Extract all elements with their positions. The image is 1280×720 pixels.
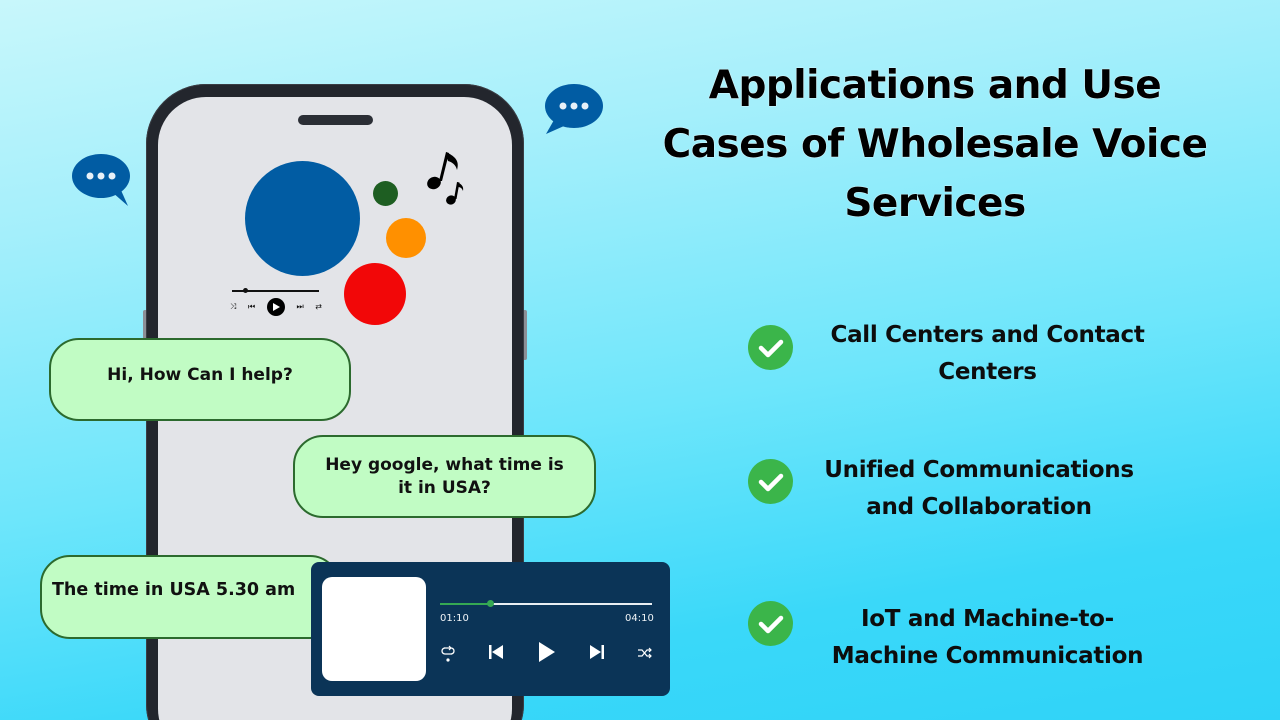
next-icon (590, 645, 604, 659)
repeat-button[interactable] (440, 645, 456, 663)
mini-shuffle-icon[interactable]: ⤨ (230, 302, 237, 311)
previous-button[interactable] (486, 642, 506, 662)
chat-bubble-assistant-greeting: Hi, How Can I help? (49, 338, 351, 421)
mini-repeat-icon[interactable]: ⇄ (315, 302, 322, 311)
mini-player-controls: ⤨ ⏮ ⏭ ⇄ (230, 297, 322, 317)
title-line-1: Applications and Use (708, 63, 1162, 108)
next-button[interactable] (587, 642, 607, 662)
album-art (322, 577, 426, 681)
chat-bubble-assistant-answer: The time in USA 5.30 am (40, 555, 340, 639)
assistant-dot-green (373, 181, 398, 206)
phone-side-button-right (522, 310, 527, 360)
play-button[interactable] (536, 640, 558, 664)
title-line-2: Cases of Wholesale Voice (662, 122, 1208, 167)
shuffle-button[interactable] (637, 645, 653, 661)
progress-fill (440, 603, 490, 605)
use-case-item: Unified Communications and Collaboration (800, 452, 1158, 526)
mini-progress-thumb[interactable] (243, 288, 248, 293)
progress-thumb[interactable] (487, 600, 494, 607)
chat-bubble-icon-right (542, 82, 604, 138)
use-case-line1: Unified Communications (824, 457, 1134, 483)
repeat-icon (441, 645, 455, 662)
check-circle-icon (748, 325, 793, 370)
use-case-item: IoT and Machine-to- Machine Communicatio… (800, 601, 1175, 675)
title-line-3: Services (844, 181, 1026, 226)
use-case-line1: Call Centers and Contact (830, 322, 1145, 348)
phone-speaker-notch (298, 115, 373, 125)
mini-next-icon[interactable]: ⏭ (296, 302, 304, 311)
use-case-item: Call Centers and Contact Centers (800, 317, 1175, 391)
mini-previous-icon[interactable]: ⏮ (248, 302, 256, 311)
previous-icon (489, 645, 503, 659)
current-time: 01:10 (440, 613, 469, 624)
shuffle-icon (638, 647, 652, 659)
assistant-dot-orange (386, 218, 426, 258)
phone-side-button-left (143, 310, 148, 340)
check-circle-icon (748, 601, 793, 646)
use-case-line2: Machine Communication (831, 643, 1144, 669)
mini-progress-track[interactable] (232, 290, 319, 292)
use-case-line2: and Collaboration (866, 494, 1092, 520)
assistant-dot-blue (245, 161, 360, 276)
total-time: 04:10 (625, 613, 654, 624)
check-circle-icon (748, 459, 793, 504)
chat-bubble-text-line2: it in USA? (398, 477, 491, 498)
page-title: Applications and Use Cases of Wholesale … (620, 56, 1250, 233)
assistant-dot-red (344, 263, 406, 325)
music-notes-icon (424, 150, 468, 210)
chat-bubble-icon-left (70, 152, 132, 208)
play-icon (539, 642, 555, 662)
chat-bubble-text-line1: Hey google, what time is (325, 454, 564, 475)
use-case-line2: Centers (938, 359, 1037, 385)
chat-bubble-text: The time in USA 5.30 am (52, 580, 296, 601)
chat-bubble-text: Hi, How Can I help? (107, 365, 293, 386)
chat-bubble-user-question: Hey google, what time is it in USA? (293, 435, 596, 518)
progress-track[interactable] (440, 603, 652, 605)
mini-play-icon[interactable] (266, 298, 285, 316)
use-case-line1: IoT and Machine-to- (861, 606, 1114, 632)
